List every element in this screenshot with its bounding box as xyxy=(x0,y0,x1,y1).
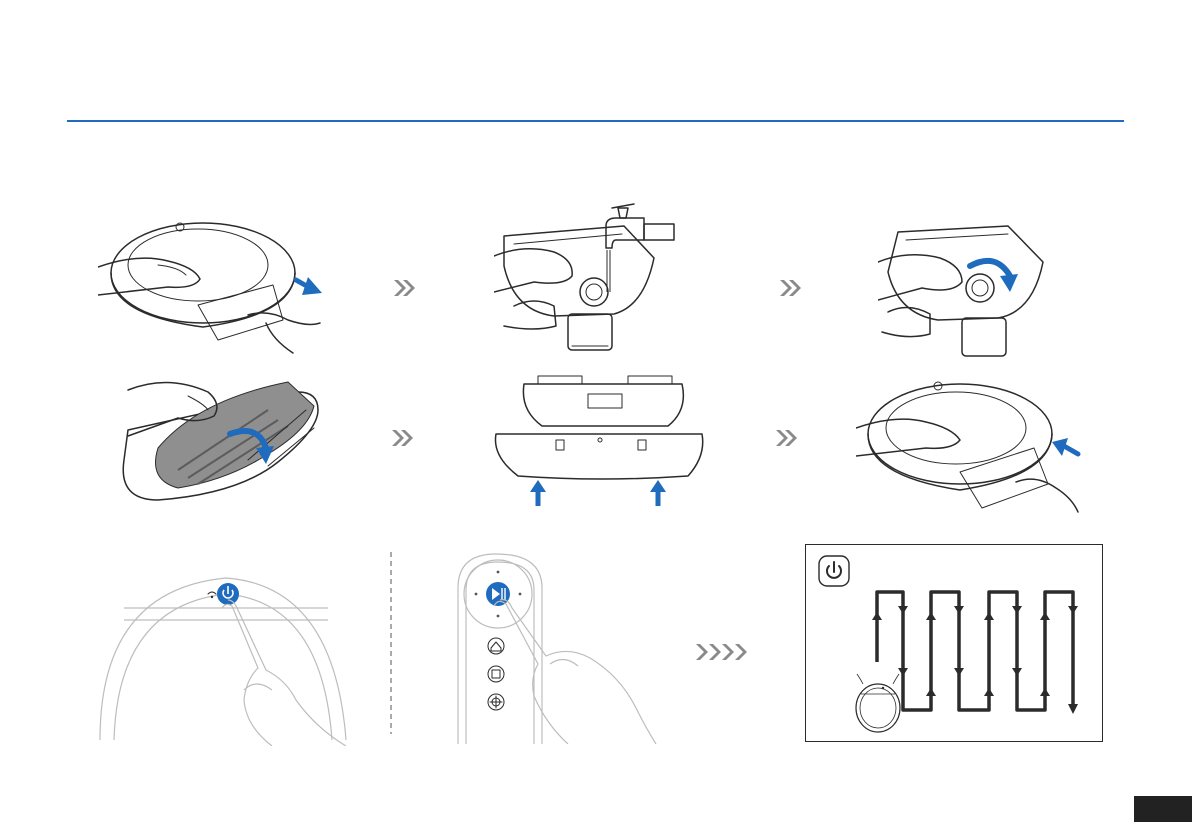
home-icon xyxy=(488,638,504,654)
cleaning-path-diagram xyxy=(805,544,1103,742)
next-step-chevron-icon xyxy=(392,278,416,298)
page-number-tab xyxy=(1134,796,1192,822)
section-divider xyxy=(390,552,392,734)
result-chevrons-icon xyxy=(694,642,750,662)
power-icon xyxy=(819,556,849,586)
insert-arrow-icon xyxy=(530,480,546,506)
step-remove-water-tank xyxy=(98,205,328,365)
next-step-chevron-icon xyxy=(390,428,414,448)
next-step-chevron-icon xyxy=(778,278,802,298)
step-install-water-tank xyxy=(856,372,1086,534)
step-press-remote-play xyxy=(450,548,660,744)
step-fill-water-tank xyxy=(494,196,694,366)
next-step-chevron-icon xyxy=(774,428,798,448)
step-press-power-button xyxy=(96,550,356,746)
header-rule xyxy=(67,109,1124,111)
pull-arrow-icon xyxy=(296,277,322,295)
crosshair-icon xyxy=(488,694,504,710)
insert-arrow-icon xyxy=(650,480,666,506)
push-arrow-icon xyxy=(1052,438,1078,456)
step-attach-mopping-plate xyxy=(492,370,716,508)
step-close-water-tank-cap xyxy=(878,222,1058,368)
step-attach-mopping-cloth xyxy=(118,370,322,510)
square-icon xyxy=(488,666,504,682)
